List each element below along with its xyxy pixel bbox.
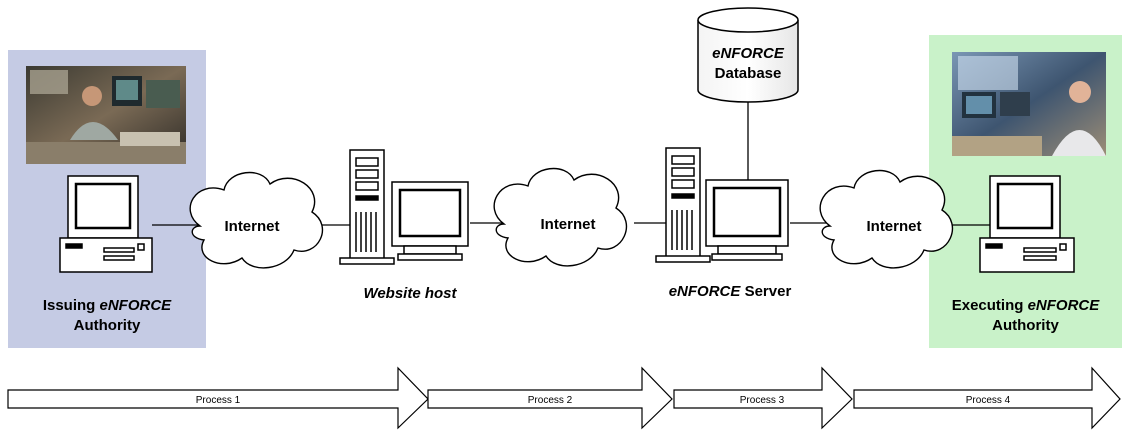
internet-cloud-2-label: Internet — [540, 216, 595, 233]
process-arrows — [7, 366, 1121, 430]
enforce-server-label: eNFORCE Server — [640, 282, 820, 302]
process-4-label: Process 4 — [966, 395, 1011, 406]
issuing-authority-label: Issuing eNFORCE Authority — [8, 296, 206, 336]
internet-cloud-1-label: Internet — [224, 218, 279, 235]
website-host-label: Website host — [330, 284, 490, 304]
database-cylinder-icon — [697, 7, 799, 103]
executing-label-line2: Authority — [992, 317, 1059, 334]
executing-authority-label: Executing eNFORCE Authority — [929, 296, 1122, 336]
process-arrow-2 — [427, 366, 673, 430]
server-label-rest: Server — [740, 283, 792, 300]
database-label-line2: Database — [714, 65, 782, 82]
executing-workstation — [979, 175, 1075, 273]
database-label-em: eNFORCE — [712, 45, 784, 62]
issuing-operator-photo — [26, 66, 186, 164]
connection-lines — [152, 100, 990, 226]
process-arrow-4 — [853, 366, 1121, 430]
enforce-server — [655, 147, 789, 263]
executing-label-pre: Executing — [951, 297, 1028, 314]
database-label: eNFORCE Database — [698, 44, 798, 84]
issuing-label-pre: Issuing — [42, 297, 100, 314]
issuing-label-line2: Authority — [73, 317, 141, 334]
internet-cloud-3-label: Internet — [866, 218, 921, 235]
internet-cloud-3 — [819, 169, 954, 269]
issuing-workstation — [59, 175, 153, 273]
process-1-label: Process 1 — [196, 395, 241, 406]
executing-label-em: eNFORCE — [1027, 297, 1100, 314]
website-host-label-text: Website host — [363, 285, 457, 302]
executing-operator-photo — [952, 52, 1106, 156]
issuing-label-em: eNFORCE — [99, 297, 172, 314]
internet-cloud-1 — [189, 171, 324, 269]
internet-cloud-2 — [493, 167, 628, 267]
process-3-label: Process 3 — [740, 395, 785, 406]
process-arrow-3 — [673, 366, 853, 430]
website-host-server — [339, 149, 469, 265]
process-2-label: Process 2 — [528, 395, 573, 406]
process-arrow-1 — [7, 366, 429, 430]
server-label-em: eNFORCE — [668, 283, 741, 300]
